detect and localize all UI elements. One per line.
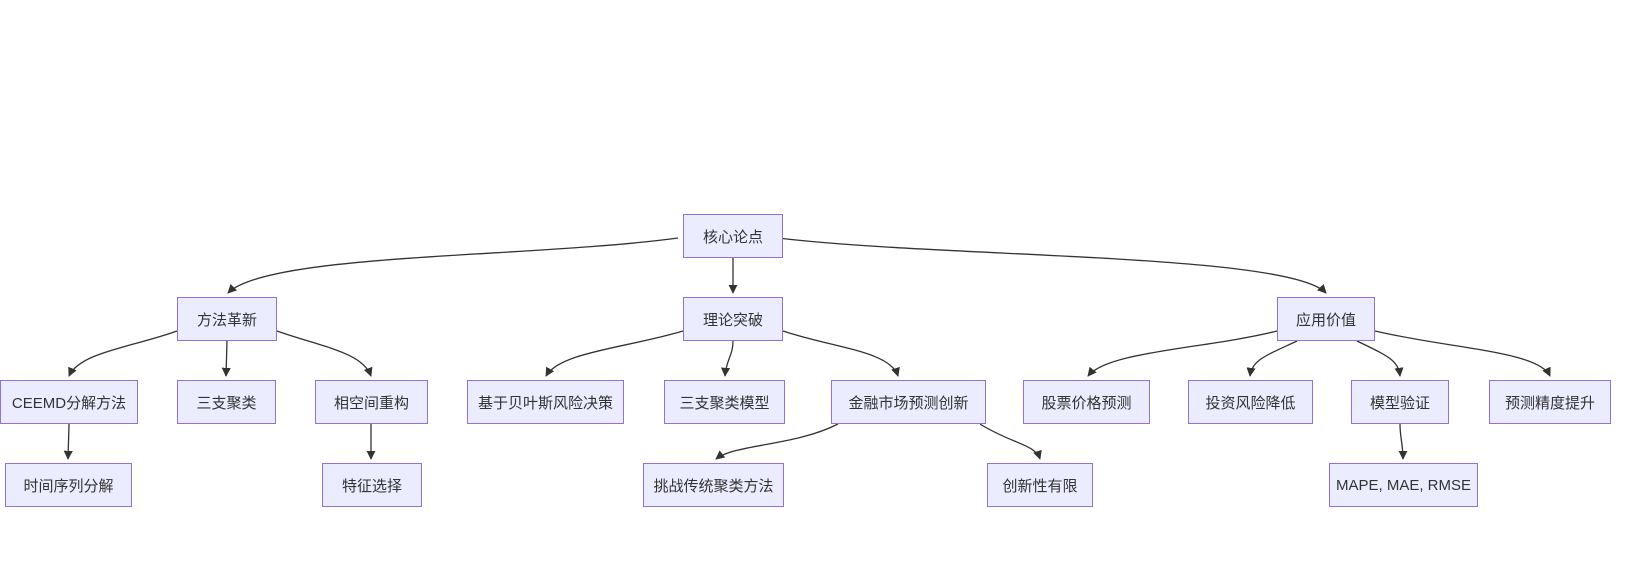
node-bayes-risk-decision: 基于贝叶斯风险决策 xyxy=(467,380,624,424)
edge-finance-challenge xyxy=(715,423,839,460)
node-core-thesis: 核心论点 xyxy=(683,214,783,258)
edge-finance-limited-novelty xyxy=(979,423,1042,460)
edge-method-phase-space xyxy=(276,330,373,377)
node-three-way-clustering: 三支聚类 xyxy=(177,380,276,424)
edge-method-ceemd xyxy=(68,330,178,377)
node-ceemd-decomposition: CEEMD分解方法 xyxy=(0,380,138,424)
edge-root-application xyxy=(777,237,1327,294)
node-feature-selection: 特征选择 xyxy=(322,463,422,507)
node-stock-prediction: 股票价格预测 xyxy=(1023,380,1150,424)
edge-application-risk xyxy=(1246,340,1298,377)
edge-application-validation xyxy=(1356,340,1404,377)
node-three-way-model: 三支聚类模型 xyxy=(664,380,785,424)
edge-application-accuracy xyxy=(1374,330,1551,377)
node-finance-innovation: 金融市场预测创新 xyxy=(831,380,986,424)
node-accuracy-improvement: 预测精度提升 xyxy=(1489,380,1611,424)
node-method-innovation: 方法革新 xyxy=(177,297,277,341)
node-theory-breakthrough: 理论突破 xyxy=(683,297,783,341)
edge-theory-finance-innovation xyxy=(782,330,900,377)
edge-ceemd-time-series xyxy=(63,423,73,460)
edge-method-three-way xyxy=(221,340,231,377)
node-challenge-traditional: 挑战传统聚类方法 xyxy=(643,463,784,507)
node-time-series-decomposition: 时间序列分解 xyxy=(5,463,132,507)
node-model-validation: 模型验证 xyxy=(1351,380,1449,424)
node-risk-reduction: 投资风险降低 xyxy=(1188,380,1313,424)
node-application-value: 应用价值 xyxy=(1277,297,1375,341)
node-limited-novelty: 创新性有限 xyxy=(987,463,1093,507)
node-phase-space: 相空间重构 xyxy=(315,380,428,424)
edge-validation-metrics xyxy=(1398,423,1408,460)
edge-application-stock xyxy=(1087,330,1278,377)
edge-theory-bayes xyxy=(545,330,684,377)
edge-root-method xyxy=(227,237,679,294)
edge-theory-three-way-model xyxy=(720,340,734,377)
node-error-metrics: MAPE, MAE, RMSE xyxy=(1329,463,1478,507)
